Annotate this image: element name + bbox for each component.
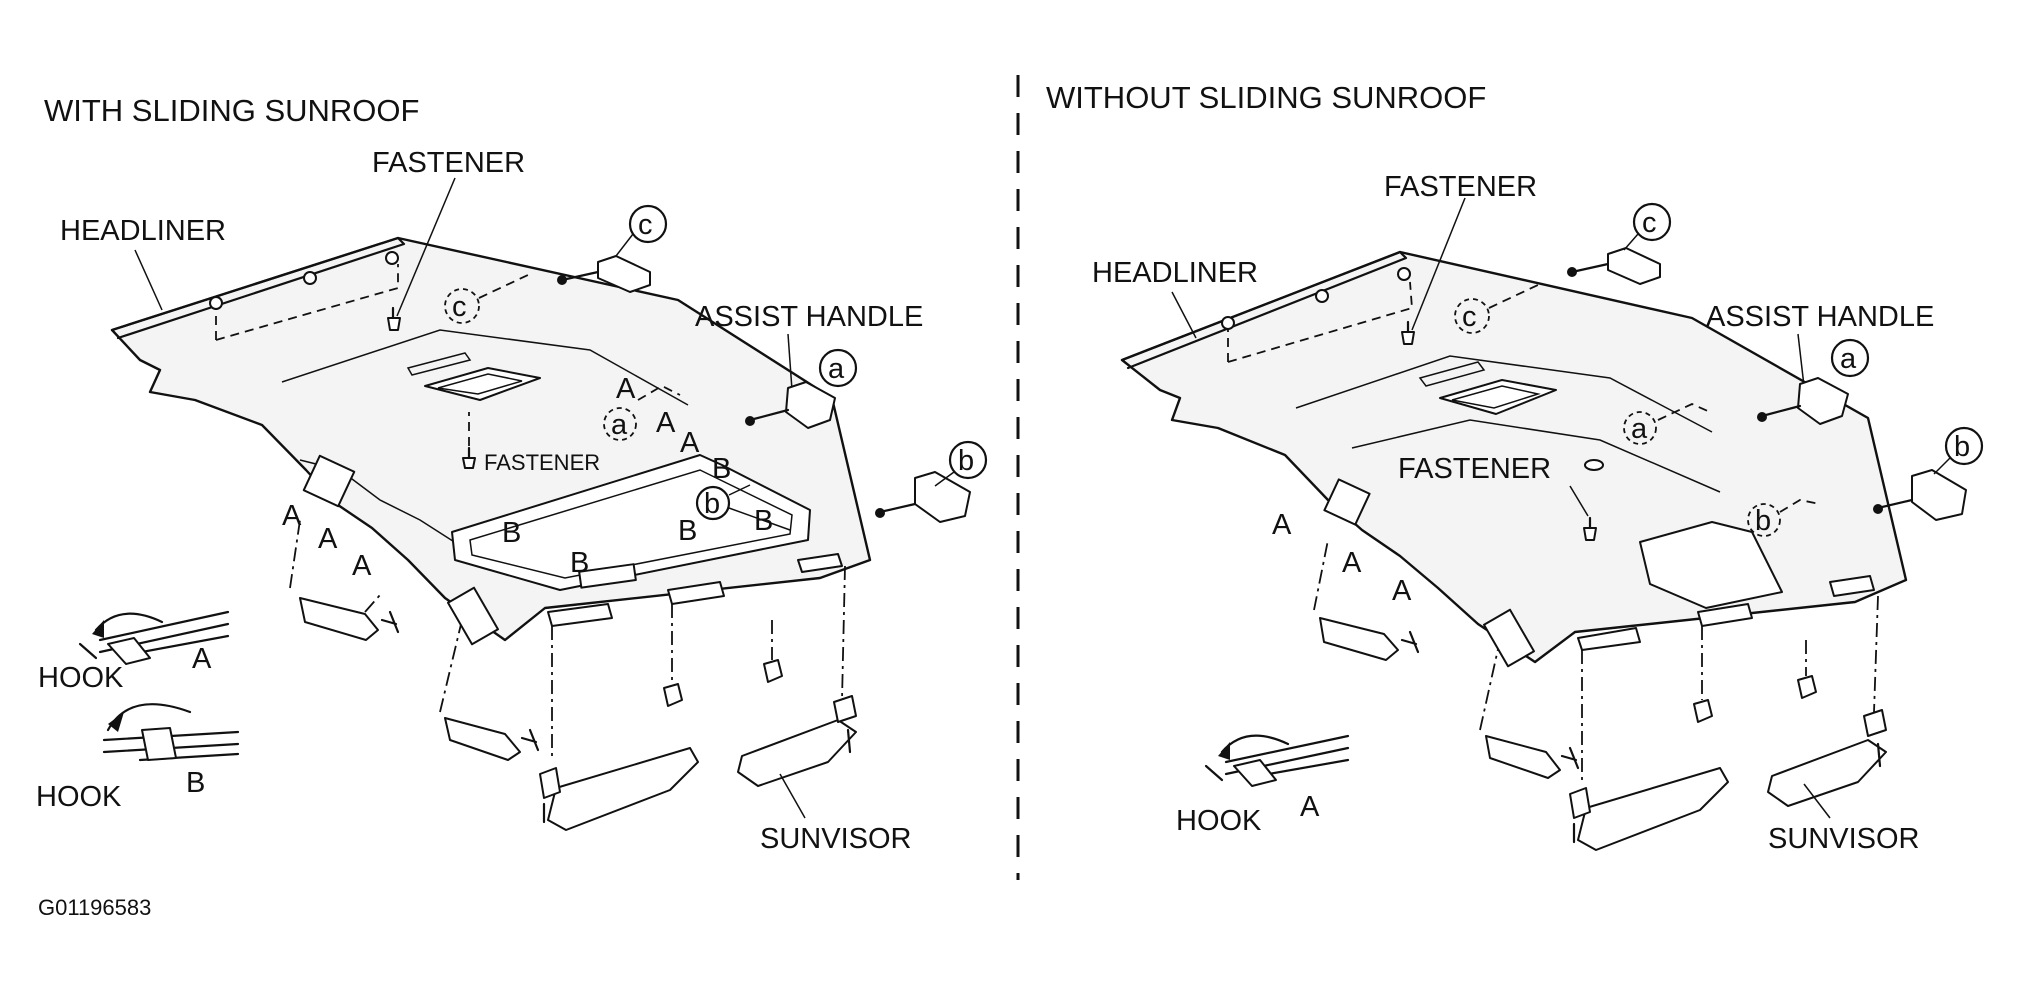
svg-text:A: A <box>616 373 636 405</box>
right-dome-lamp-area <box>1639 521 1783 609</box>
svg-text:B: B <box>502 517 521 549</box>
svg-text:a: a <box>611 409 628 441</box>
right-overhead-console <box>1439 379 1557 415</box>
svg-text:b: b <box>958 445 974 477</box>
right-panel-title: WITHOUT SLIDING SUNROOF <box>1046 80 1486 115</box>
svg-text:b: b <box>704 488 720 520</box>
right-assist-handle-label: ASSIST HANDLE <box>1706 301 1934 333</box>
left-callout-c <box>628 204 668 244</box>
svg-text:A: A <box>656 407 676 439</box>
left-headliner-body <box>110 236 872 642</box>
svg-text:c: c <box>1642 207 1657 239</box>
svg-text:A: A <box>680 427 700 459</box>
left-fastener-top <box>387 317 401 331</box>
right-fastener-mid-label: FASTENER <box>1398 453 1551 485</box>
right-clip-b <box>1911 469 1967 521</box>
left-overhead-console <box>424 367 541 401</box>
left-clip-a <box>785 381 836 429</box>
left-fastener-mid <box>462 457 476 469</box>
svg-text:B: B <box>186 767 205 799</box>
svg-text:a: a <box>1840 343 1857 375</box>
left-fastener-top-label: FASTENER <box>372 147 525 179</box>
right-headliner-label: HEADLINER <box>1092 257 1258 289</box>
left-hook-b-detail: HOOK B <box>36 703 240 813</box>
left-sunvisor-1 <box>547 747 699 831</box>
left-headliner-crease <box>281 329 689 406</box>
right-fastener-top-label: FASTENER <box>1384 171 1537 203</box>
left-panel: WITH SLIDING SUNROOF FASTENER HEADLINER <box>36 93 988 855</box>
svg-text:A: A <box>1342 547 1362 579</box>
left-sunvisor-label: SUNVISOR <box>760 823 911 855</box>
svg-text:a: a <box>828 353 845 385</box>
left-assist-handle-lower <box>444 717 521 761</box>
left-assist-handle-label: ASSIST HANDLE <box>695 301 923 333</box>
left-panel-title: WITH SLIDING SUNROOF <box>44 93 419 128</box>
svg-text:B: B <box>712 453 731 485</box>
svg-text:b: b <box>1755 505 1771 537</box>
svg-text:A: A <box>192 643 212 675</box>
left-headliner-label: HEADLINER <box>60 215 226 247</box>
right-clip-a <box>1797 377 1849 425</box>
right-hook-a-detail: HOOK A <box>1176 734 1350 837</box>
svg-text:A: A <box>318 523 338 555</box>
svg-text:A: A <box>1392 575 1412 607</box>
svg-text:c: c <box>1462 301 1477 333</box>
right-fastener-mid <box>1583 527 1597 541</box>
svg-text:b: b <box>1954 431 1970 463</box>
left-hook-a-detail: HOOK A <box>38 610 230 694</box>
right-assist-handle-lower <box>1485 735 1561 779</box>
right-callout-c <box>1632 202 1672 242</box>
left-callout-b <box>948 440 988 480</box>
left-fastener-mid-label: FASTENER <box>484 450 600 475</box>
svg-text:A: A <box>1300 791 1320 823</box>
svg-text:B: B <box>678 515 697 547</box>
left-callout-a <box>818 348 858 388</box>
right-sunvisor-1 <box>1577 767 1729 851</box>
right-callout-a <box>1830 338 1870 378</box>
right-sunvisor-2 <box>1767 739 1887 807</box>
svg-text:A: A <box>352 550 372 582</box>
svg-text:c: c <box>638 209 653 241</box>
left-sunvisor-2 <box>737 719 857 787</box>
left-clip-b <box>914 471 971 523</box>
right-sunvisor-label: SUNVISOR <box>1768 823 1919 855</box>
right-hook-a-label: HOOK <box>1176 805 1262 837</box>
svg-text:a: a <box>1631 413 1648 445</box>
right-callout-b <box>1944 426 1984 466</box>
right-clip-c <box>1607 247 1661 285</box>
svg-text:A: A <box>1272 509 1292 541</box>
right-fastener-top <box>1401 331 1415 345</box>
left-assist-handle-side <box>299 597 379 641</box>
right-panel: WITHOUT SLIDING SUNROOF FASTENER HEADLIN… <box>1046 80 1984 855</box>
left-hook-b-label: HOOK <box>36 781 122 813</box>
svg-text:B: B <box>570 547 589 579</box>
right-assist-handle-side <box>1319 617 1399 661</box>
left-headliner-front-edge <box>110 236 406 340</box>
svg-text:c: c <box>452 291 467 323</box>
left-hook-a-label: HOOK <box>38 662 124 694</box>
figure-id: G01196583 <box>38 895 151 920</box>
svg-text:A: A <box>282 500 302 532</box>
